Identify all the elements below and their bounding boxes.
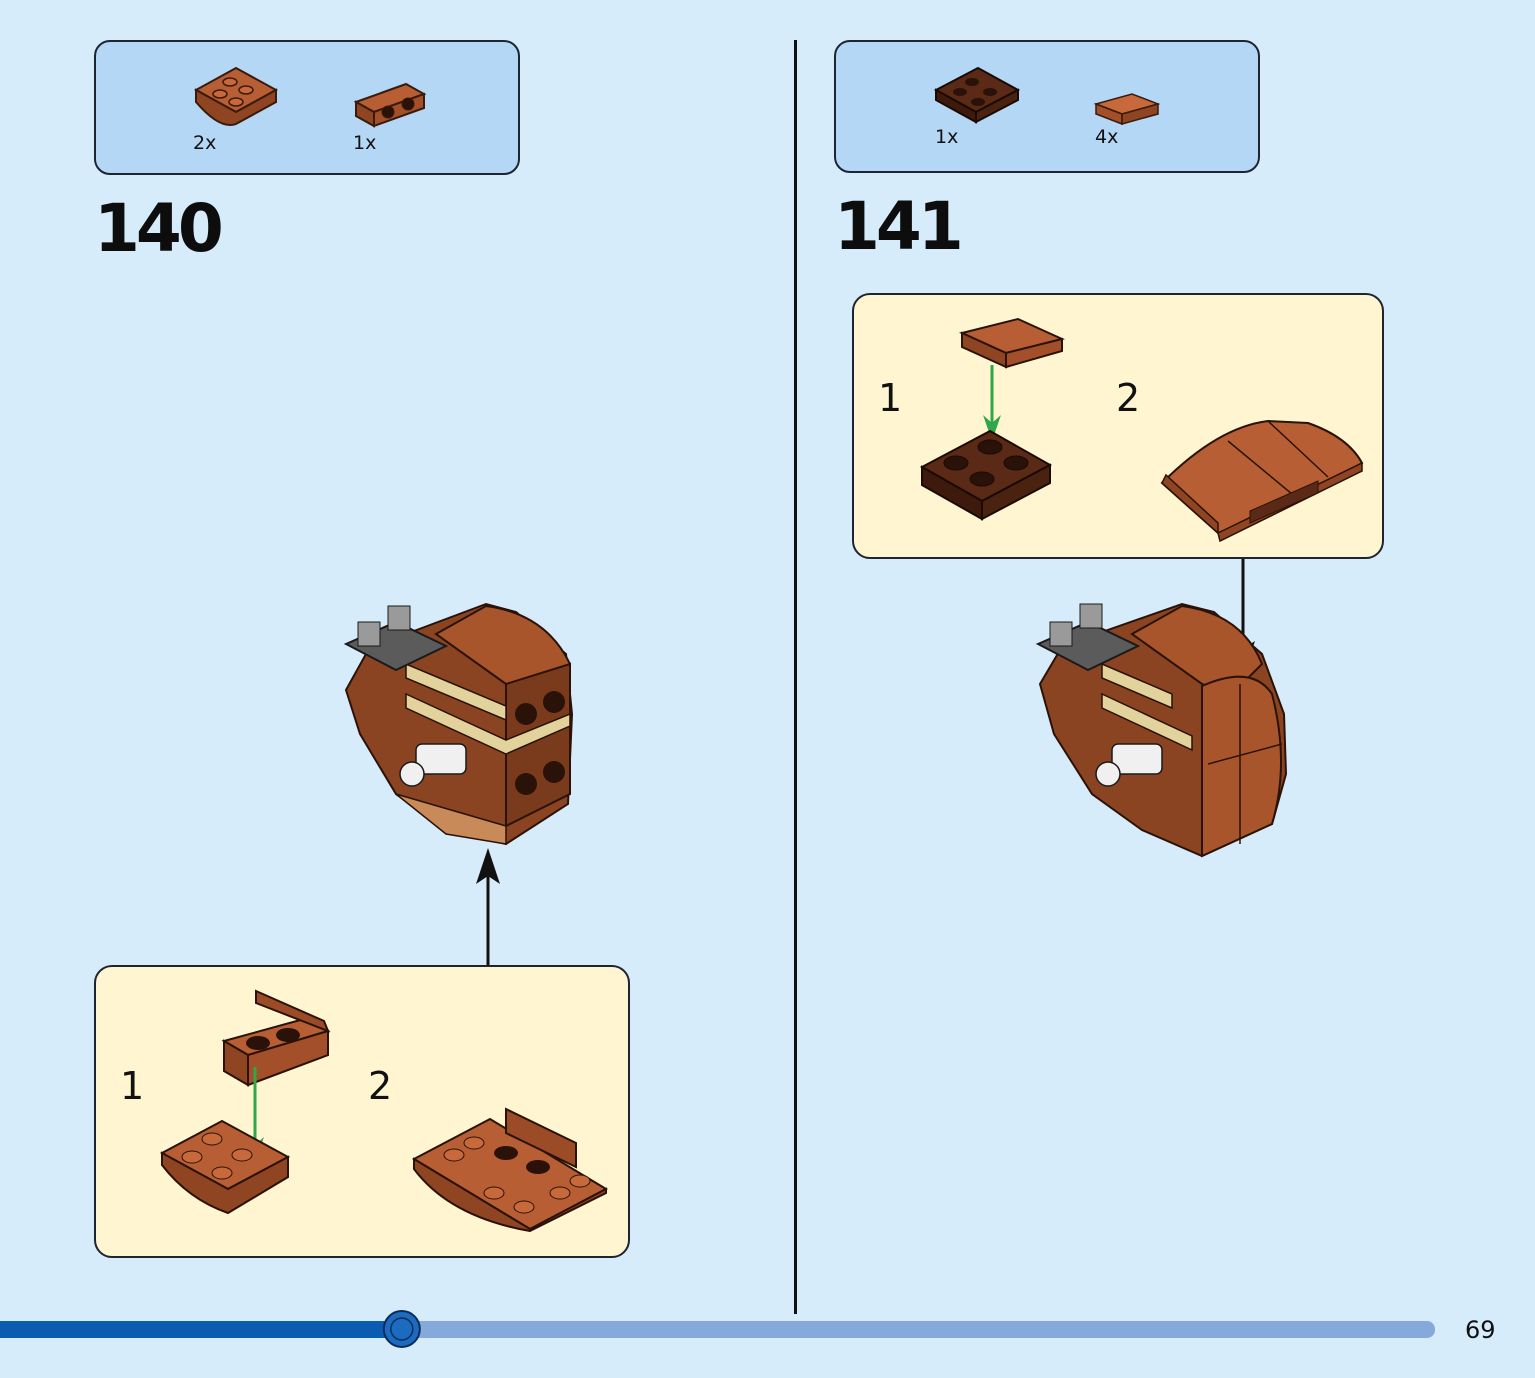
curved-slope-part-icon: [958, 317, 1066, 369]
combined-curved-sub-assembly-icon: [1160, 419, 1364, 543]
brown-curved-slope-icon: [1093, 93, 1161, 126]
part-qty: 1x: [935, 126, 959, 148]
page-divider: [794, 40, 797, 1314]
inverted-slope-part-icon: [159, 1119, 291, 1215]
progress-knob-ring: [390, 1317, 414, 1341]
sub-step-number: 2: [1116, 376, 1141, 420]
part-qty: 1x: [353, 132, 377, 154]
part-qty: 2x: [193, 132, 217, 154]
sub-assembly-box-step-140: 1 2: [94, 965, 630, 1258]
part-qty: 4x: [1095, 126, 1119, 148]
step-number: 140: [94, 190, 224, 267]
assembled-model-step-140: [343, 602, 574, 846]
dark-plate-part-icon: [919, 429, 1053, 521]
assembled-model-step-141: [1035, 602, 1288, 858]
green-arrow-down: [983, 365, 1001, 441]
sub-step-number: 2: [368, 1064, 393, 1108]
bracket-part-icon: [221, 989, 331, 1087]
arrow-up: [476, 848, 500, 968]
page-number: 69: [1465, 1316, 1496, 1344]
progress-bar: [0, 1310, 1435, 1348]
parts-list-step-141: 1x 4x: [834, 40, 1260, 173]
brown-inverted-slope-plate-icon: [193, 66, 279, 126]
parts-list-step-140: 2x 1x: [94, 40, 520, 175]
sub-assembly-box-step-141: 1 2: [852, 293, 1384, 559]
combined-sub-assembly-icon: [411, 1107, 609, 1233]
sub-step-number: 1: [120, 1064, 145, 1108]
brown-bracket-plate-icon: [353, 82, 427, 128]
sub-step-number: 1: [878, 376, 903, 420]
progress-knob: [382, 1310, 421, 1348]
dark-brown-plate-2x2-icon: [933, 66, 1021, 124]
step-number: 141: [834, 188, 964, 265]
progress-fill: [0, 1321, 402, 1338]
